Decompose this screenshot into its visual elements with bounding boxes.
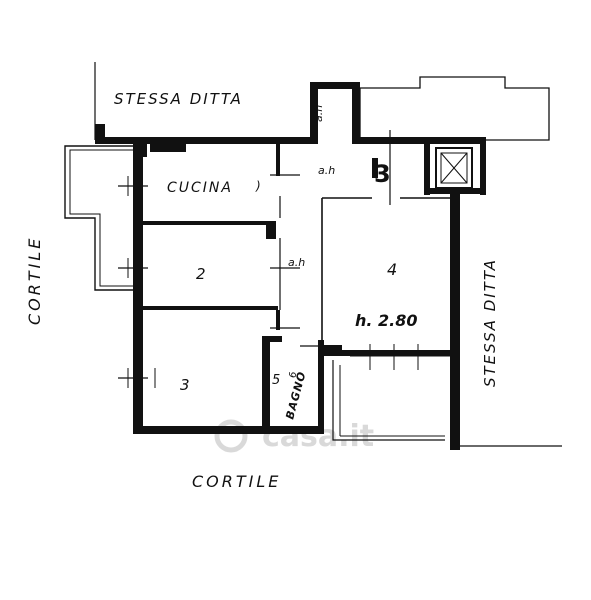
- room-3-label: 3: [180, 376, 190, 394]
- walls: [95, 82, 486, 450]
- stessa-ditta-top-label: STESSA DITTA: [114, 90, 243, 108]
- cucina-label: CUCINA: [167, 180, 233, 196]
- bagno-number-2: 6: [288, 372, 299, 378]
- height-label: h. 2.80: [355, 311, 418, 330]
- ah-label-1: a.h: [312, 105, 325, 122]
- bagno-number: 5: [272, 373, 280, 388]
- cortile-bottom-label: CORTILE: [192, 472, 281, 491]
- floor-number-label: 3: [374, 160, 391, 188]
- ah-label-2: a.h: [318, 164, 335, 177]
- stessa-ditta-right-label: STESSA DITTA: [481, 258, 499, 387]
- cortile-left-label: CORTILE: [25, 236, 44, 325]
- ah-label-3: a.h: [288, 256, 305, 269]
- room-2-label: 2: [196, 265, 206, 283]
- room-4-label: 4: [387, 260, 397, 279]
- cucina-mark: ): [255, 179, 261, 193]
